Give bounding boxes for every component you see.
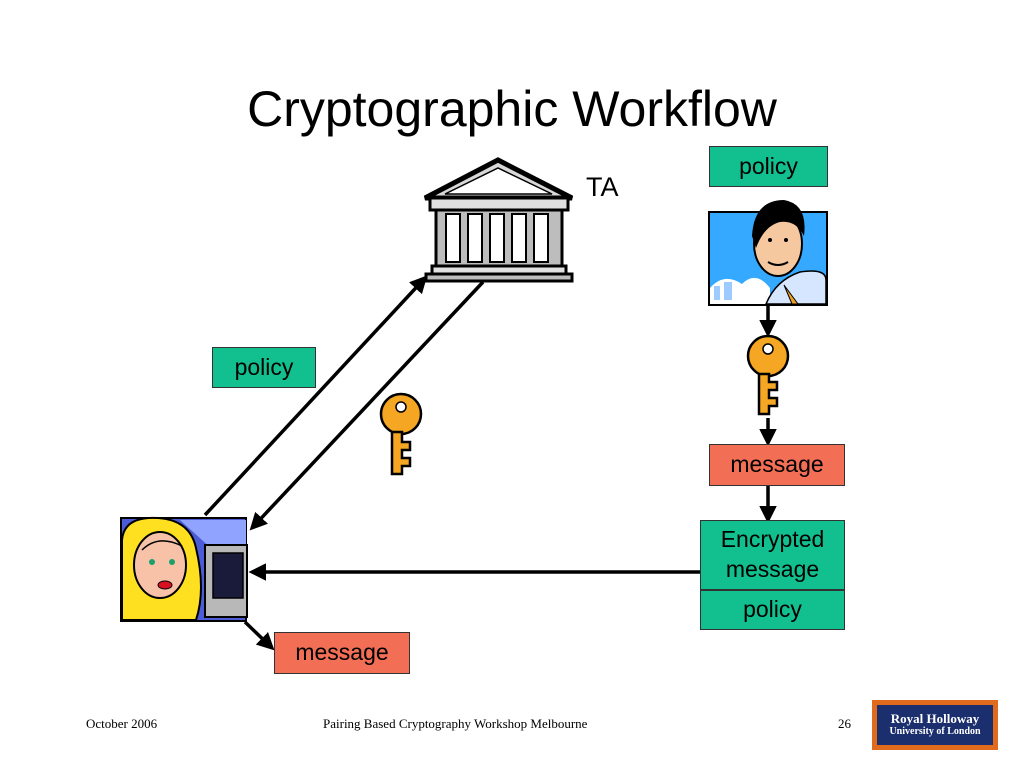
policy-box-sender: policy (709, 146, 828, 187)
royal-holloway-logo: Royal Holloway University of London (872, 700, 998, 750)
message-box-sender: message (709, 444, 845, 486)
logo-line-2: University of London (889, 726, 981, 738)
arrow-user-to-message (243, 620, 275, 651)
logo-line-1: Royal Holloway (890, 710, 980, 726)
arrow-user-to-ta (203, 275, 428, 517)
policy-box-encrypted: policy (700, 590, 845, 630)
footer-date: October 2006 (86, 716, 158, 731)
encrypted-message-box: Encrypted message (700, 520, 845, 590)
policy-box-user: policy (212, 347, 316, 388)
arrow-ta-to-user (249, 280, 485, 531)
footer-event: Pairing Based Cryptography Workshop Melb… (323, 716, 588, 731)
slide-title: Cryptographic Workflow (247, 81, 777, 137)
footer-page-number: 26 (838, 716, 851, 731)
ta-label: TA (586, 172, 619, 202)
message-box-receiver: message (274, 632, 410, 674)
